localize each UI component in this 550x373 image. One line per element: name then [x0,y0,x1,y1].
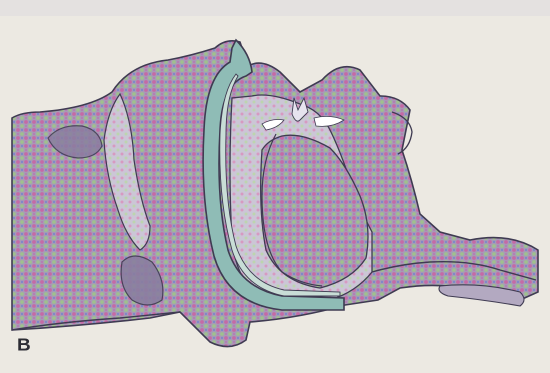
panel-label: B [17,336,31,356]
page-bleed-band [0,0,550,16]
